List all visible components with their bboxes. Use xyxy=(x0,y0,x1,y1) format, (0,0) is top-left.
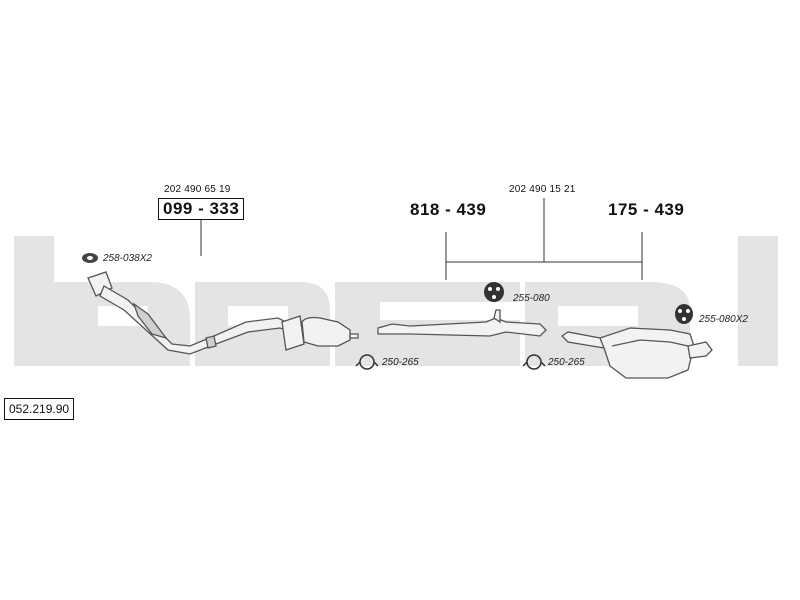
mount-mid-label: 255-080 xyxy=(513,293,550,304)
clamp-icon-2 xyxy=(522,354,546,370)
rear-oem-number: 202 490 15 21 xyxy=(509,184,576,195)
mount-rear-label: 255-080X2 xyxy=(699,314,748,325)
rubber-mount-icon-rear xyxy=(675,304,693,324)
catalog-number: 052.219.90 xyxy=(4,398,75,420)
rubber-mount-icon-mid xyxy=(484,282,504,302)
clamp-1-label: 250-265 xyxy=(382,357,419,368)
middle-pipe-818-439 xyxy=(377,309,547,337)
rear-part-number: 175 - 439 xyxy=(608,200,685,219)
clamp-icon-1 xyxy=(355,354,379,370)
rear-muffler-175-439 xyxy=(560,327,713,379)
gasket-icon xyxy=(82,253,98,263)
front-part-number: 099 - 333 xyxy=(158,198,245,220)
front-oem-number: 202 490 65 19 xyxy=(164,184,231,195)
leader-lines xyxy=(200,198,643,280)
gasket-front-label: 258-038X2 xyxy=(103,253,152,264)
middle-part-number: 818 - 439 xyxy=(410,200,487,219)
clamp-2-label: 250-265 xyxy=(548,357,585,368)
front-pipe-099-333 xyxy=(87,271,359,355)
